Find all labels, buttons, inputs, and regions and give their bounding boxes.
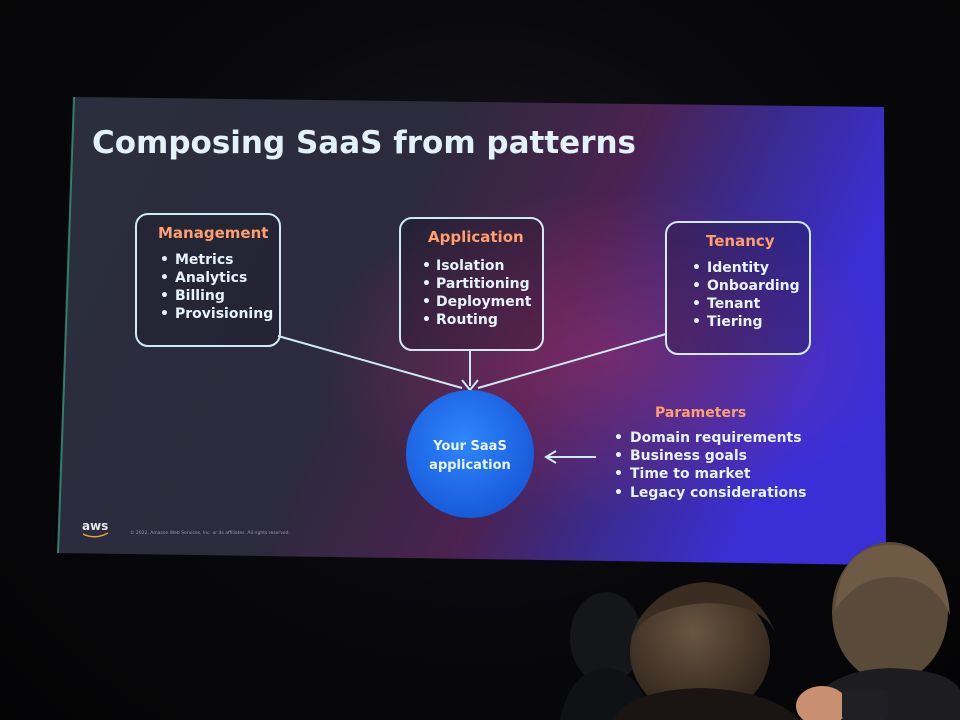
connector-management	[277, 335, 463, 389]
tenancy-box-title: Tenancy	[706, 232, 775, 250]
tenancy-bullet-icon: •	[692, 278, 701, 294]
aws-smile-icon	[82, 532, 109, 538]
tenancy-item-identity: Identity	[707, 260, 769, 276]
parameters-bullet-icon: •	[614, 485, 623, 501]
application-item-partitioning: Partitioning	[436, 276, 530, 292]
application-item-routing: Routing	[436, 312, 498, 328]
saas-application-circle	[406, 390, 534, 518]
parameter-domain-requirements: Domain requirements	[630, 430, 802, 446]
audience-head-center	[630, 586, 770, 718]
application-box: Application • Isolation • Partitioning •…	[399, 217, 544, 351]
center-label-line1: Your SaaS	[432, 439, 507, 454]
audience-hair-right	[835, 545, 950, 615]
parameters-bullet-icon: •	[614, 430, 623, 446]
management-box-title: Management	[158, 224, 268, 242]
parameters-bullet-icon: •	[614, 466, 623, 482]
parameter-legacy-considerations: Legacy considerations	[630, 485, 806, 501]
tenancy-box: Tenancy • Identity • Onboarding • Tenant…	[665, 221, 811, 355]
management-bullet-icon: •	[160, 306, 169, 322]
screen-left-edge-light	[57, 96, 75, 554]
tenancy-bullet-icon: •	[692, 314, 701, 330]
audience-hair-center	[630, 582, 778, 640]
audience-phone	[842, 690, 888, 720]
application-bullet-icon: •	[422, 312, 431, 328]
management-item-billing: Billing	[175, 288, 225, 304]
slide-title: Composing SaaS from patterns	[92, 125, 636, 161]
application-bullet-icon: •	[422, 294, 431, 310]
application-item-isolation: Isolation	[436, 258, 504, 274]
audience-shoulder-center	[612, 688, 800, 720]
management-bullet-icon: •	[160, 288, 169, 304]
management-bullet-icon: •	[160, 252, 169, 268]
application-bullet-icon: •	[422, 258, 431, 274]
tenancy-item-tenant: Tenant	[707, 296, 761, 312]
management-bullet-icon: •	[160, 270, 169, 286]
tenancy-bullet-icon: •	[692, 296, 701, 312]
arrow-left-icon	[544, 450, 557, 464]
audience-hand	[796, 686, 848, 720]
management-item-metrics: Metrics	[175, 252, 233, 268]
parameters-list: Parameters • Domain requirements • Busin…	[614, 405, 806, 501]
management-item-analytics: Analytics	[175, 270, 247, 286]
tenancy-item-tiering: Tiering	[707, 314, 763, 330]
connector-tenancy	[477, 333, 667, 389]
copyright-text: © 2022, Amazon Web Services, Inc. or its…	[130, 529, 290, 536]
center-label-line2: application	[429, 458, 511, 473]
parameters-title: Parameters	[655, 405, 746, 421]
audience-silhouettes	[560, 542, 960, 720]
audience-head-left	[570, 592, 642, 684]
management-item-provisioning: Provisioning	[175, 306, 273, 322]
parameters-bullet-icon: •	[614, 448, 623, 464]
parameter-time-to-market: Time to market	[630, 466, 751, 482]
aws-logo: aws	[82, 519, 108, 533]
tenancy-bullet-icon: •	[692, 260, 701, 276]
management-box: Management • Metrics • Analytics • Billi…	[135, 213, 281, 347]
application-box-title: Application	[428, 228, 524, 246]
parameter-business-goals: Business goals	[630, 448, 747, 464]
tenancy-item-onboarding: Onboarding	[707, 278, 800, 294]
application-item-deployment: Deployment	[436, 294, 532, 310]
application-bullet-icon: •	[422, 276, 431, 292]
